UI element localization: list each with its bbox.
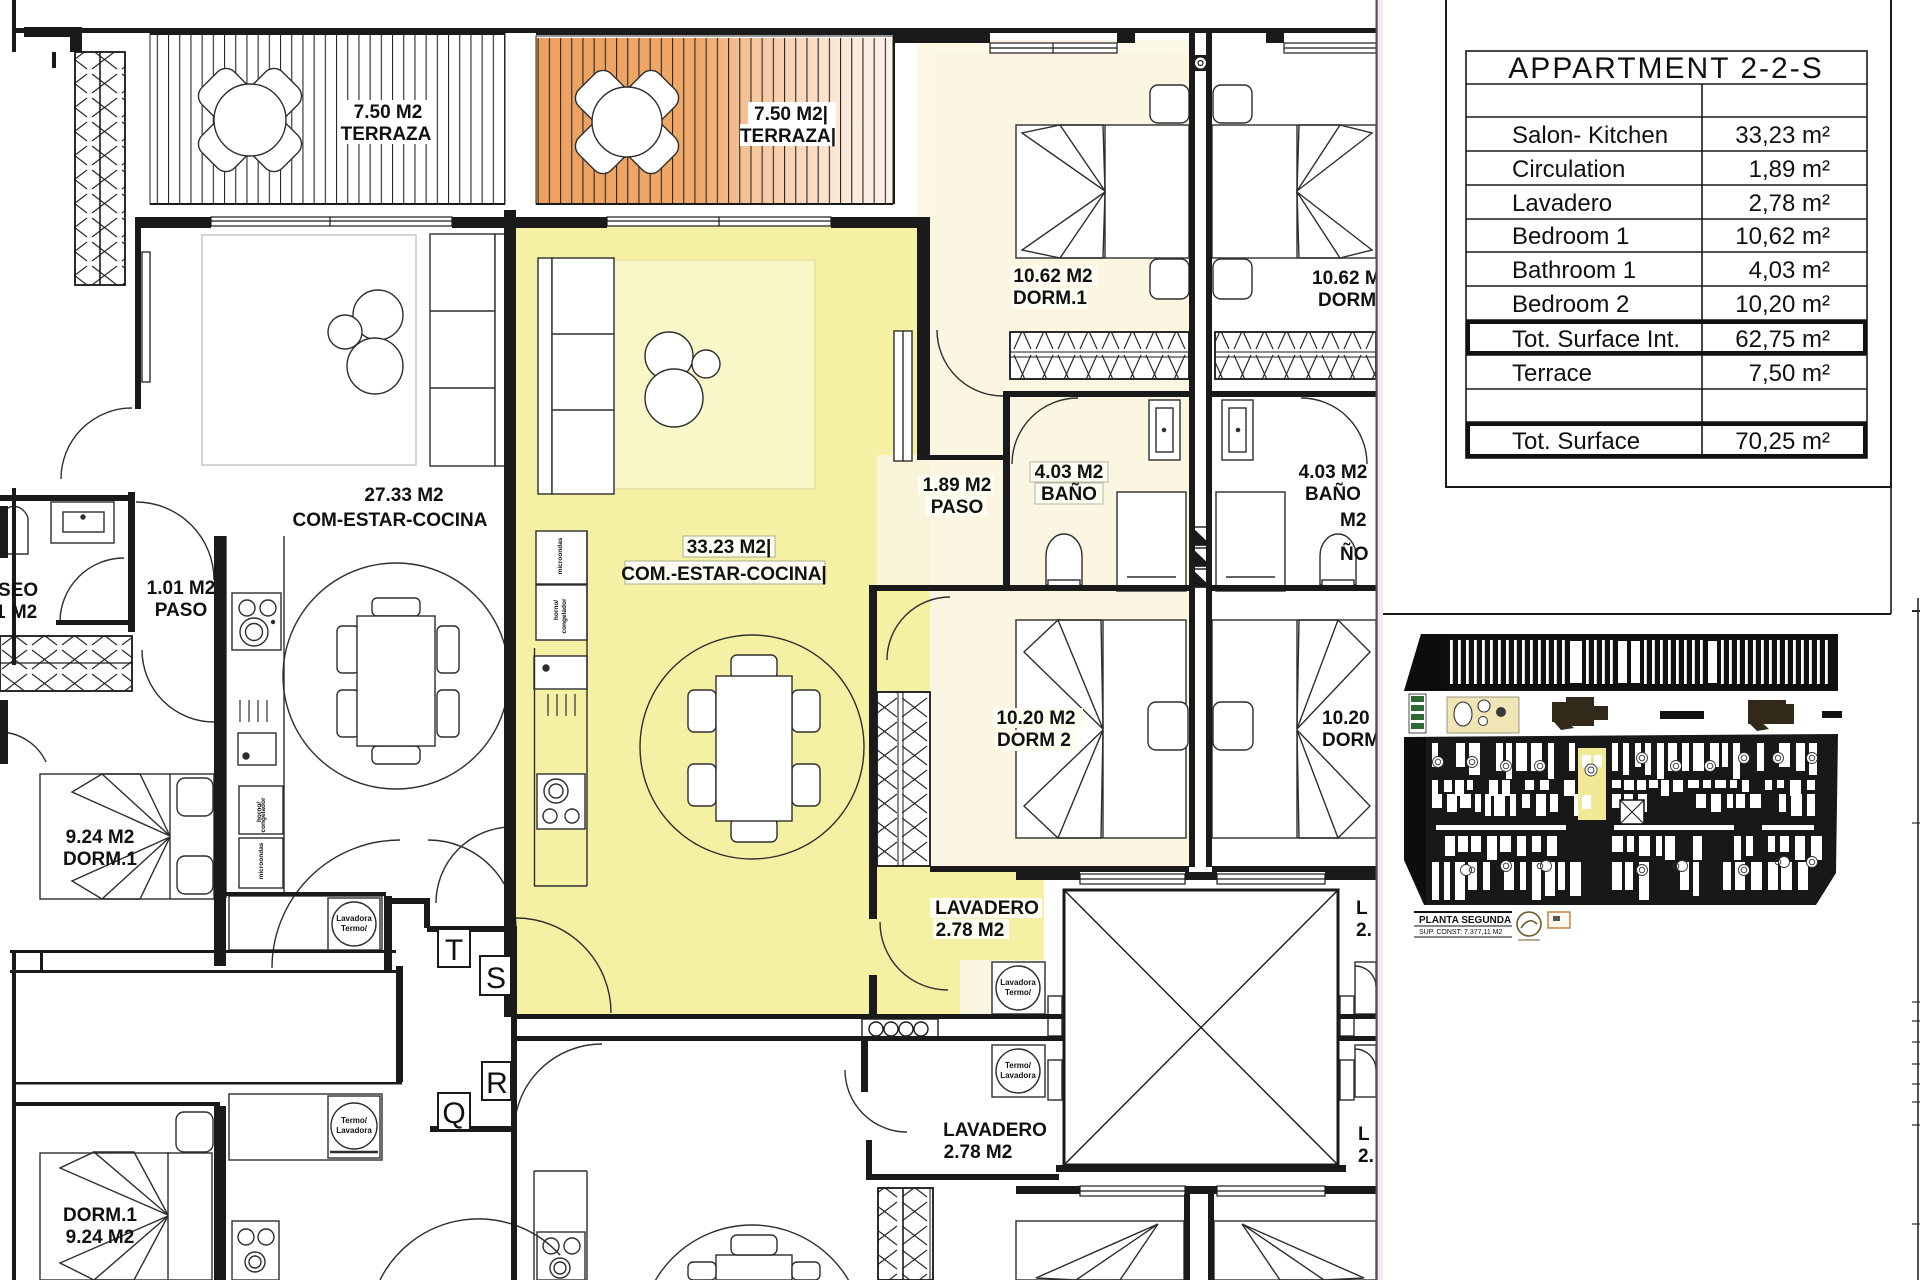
svg-text:10.20: 10.20 <box>1322 708 1370 729</box>
svg-text:T: T <box>445 934 463 967</box>
svg-text:horno/: horno/ <box>256 802 263 822</box>
svg-text:Tot. Surface Int.: Tot. Surface Int. <box>1512 326 1680 353</box>
svg-text:Bathroom 1: Bathroom 1 <box>1512 257 1636 284</box>
svg-text:Lavadora: Lavadora <box>336 914 372 923</box>
svg-text:10,20 m²: 10,20 m² <box>1735 291 1830 318</box>
svg-text:1,89 m²: 1,89 m² <box>1749 156 1830 183</box>
svg-text:LAVADERO: LAVADERO <box>943 1120 1047 1141</box>
svg-text:DORM 2: DORM 2 <box>997 730 1071 751</box>
svg-text:Salon- Kitchen: Salon- Kitchen <box>1512 122 1668 149</box>
svg-text:congelador: congelador <box>260 797 267 833</box>
svg-text:9.24 M2: 9.24 M2 <box>66 827 135 848</box>
svg-text:DORM.1: DORM.1 <box>63 1205 137 1226</box>
svg-text:Bedroom 1: Bedroom 1 <box>1512 223 1629 250</box>
svg-text:Termo/: Termo/ <box>341 1116 368 1125</box>
svg-text:Lavadora: Lavadora <box>1000 978 1036 987</box>
svg-text:33.23 M2|: 33.23 M2| <box>687 537 772 558</box>
svg-text:TERRAZA|: TERRAZA| <box>740 126 836 147</box>
svg-text:Lavadora: Lavadora <box>1000 1071 1036 1080</box>
svg-text:Termo/: Termo/ <box>341 924 368 933</box>
svg-text:Termo/: Termo/ <box>1005 1061 1032 1070</box>
svg-text:9.24 M2: 9.24 M2 <box>66 1227 135 1248</box>
svg-text:4.03 M2: 4.03 M2 <box>1035 462 1104 483</box>
svg-text:10.62 M: 10.62 M <box>1312 268 1381 289</box>
svg-text:PASO: PASO <box>155 600 207 621</box>
svg-text:L: L <box>1358 1124 1370 1145</box>
svg-text:27.33 M2: 27.33 M2 <box>364 485 443 506</box>
svg-text:Lavadora: Lavadora <box>336 1126 372 1135</box>
svg-text:Terrace: Terrace <box>1512 360 1592 387</box>
svg-text:Circulation: Circulation <box>1512 156 1625 183</box>
svg-text:Bedroom 2: Bedroom 2 <box>1512 291 1629 318</box>
svg-text:4.03 M2: 4.03 M2 <box>1299 462 1368 483</box>
svg-text:S: S <box>486 962 506 995</box>
svg-text:COM-ESTAR-COCINA: COM-ESTAR-COCINA <box>293 510 488 531</box>
svg-text:DORM: DORM <box>1322 730 1380 751</box>
svg-text:4,03 m²: 4,03 m² <box>1749 257 1830 284</box>
svg-text:DORM.1: DORM.1 <box>1013 288 1087 309</box>
svg-text:SEO: SEO <box>0 580 38 601</box>
svg-text:Q: Q <box>442 1097 465 1130</box>
svg-text:APPARTMENT 2-2-S: APPARTMENT 2-2-S <box>1508 52 1823 85</box>
svg-text:1.01 M2: 1.01 M2 <box>147 578 216 599</box>
svg-text:L: L <box>1356 898 1368 919</box>
svg-text:2.: 2. <box>1356 920 1372 941</box>
svg-text:Lavadero: Lavadero <box>1512 190 1612 217</box>
svg-text:DORM.: DORM. <box>1318 290 1381 311</box>
svg-text:ÑO: ÑO <box>1340 543 1369 565</box>
svg-text:PASO: PASO <box>931 497 983 518</box>
svg-text:Tot. Surface: Tot. Surface <box>1512 428 1640 455</box>
svg-text:7.50 M2: 7.50 M2 <box>354 102 423 123</box>
svg-text:62,75 m²: 62,75 m² <box>1735 326 1830 353</box>
svg-text:7,50 m²: 7,50 m² <box>1749 360 1830 387</box>
svg-text:microondas: microondas <box>258 842 265 879</box>
svg-text:10.62 M2: 10.62 M2 <box>1013 266 1092 287</box>
svg-text:Termo/: Termo/ <box>1005 988 1032 997</box>
svg-text:TERRAZA: TERRAZA <box>341 124 432 145</box>
svg-text:2.78 M2: 2.78 M2 <box>944 1142 1013 1163</box>
svg-text:SUP. CONST: 7.377,11 M2: SUP. CONST: 7.377,11 M2 <box>1419 929 1502 936</box>
svg-text:BAÑO: BAÑO <box>1305 483 1361 505</box>
svg-text:10,62 m²: 10,62 m² <box>1735 223 1830 250</box>
svg-text:2.: 2. <box>1358 1146 1374 1167</box>
svg-text:microondas: microondas <box>557 537 564 574</box>
svg-text:PLANTA SEGUNDA: PLANTA SEGUNDA <box>1419 915 1511 926</box>
svg-text:2.78 M2: 2.78 M2 <box>936 920 1005 941</box>
svg-text:M2: M2 <box>1340 510 1366 531</box>
svg-text:7.50 M2|: 7.50 M2| <box>754 104 828 125</box>
svg-text:BAÑO: BAÑO <box>1041 483 1097 505</box>
svg-text:congelador: congelador <box>561 598 568 634</box>
svg-text:LAVADERO: LAVADERO <box>935 898 1039 919</box>
svg-text:33,23 m²: 33,23 m² <box>1735 122 1830 149</box>
svg-text:horno/: horno/ <box>553 600 560 620</box>
svg-text:COM.-ESTAR-COCINA|: COM.-ESTAR-COCINA| <box>621 564 827 585</box>
svg-text:2,78 m²: 2,78 m² <box>1749 190 1830 217</box>
svg-text:70,25 m²: 70,25 m² <box>1735 428 1830 455</box>
svg-text:1.89 M2: 1.89 M2 <box>923 475 992 496</box>
svg-text:10.20 M2: 10.20 M2 <box>996 708 1075 729</box>
svg-text:R: R <box>486 1067 508 1100</box>
svg-text:DORM.1: DORM.1 <box>63 849 137 870</box>
svg-text:1 M2: 1 M2 <box>0 602 37 623</box>
